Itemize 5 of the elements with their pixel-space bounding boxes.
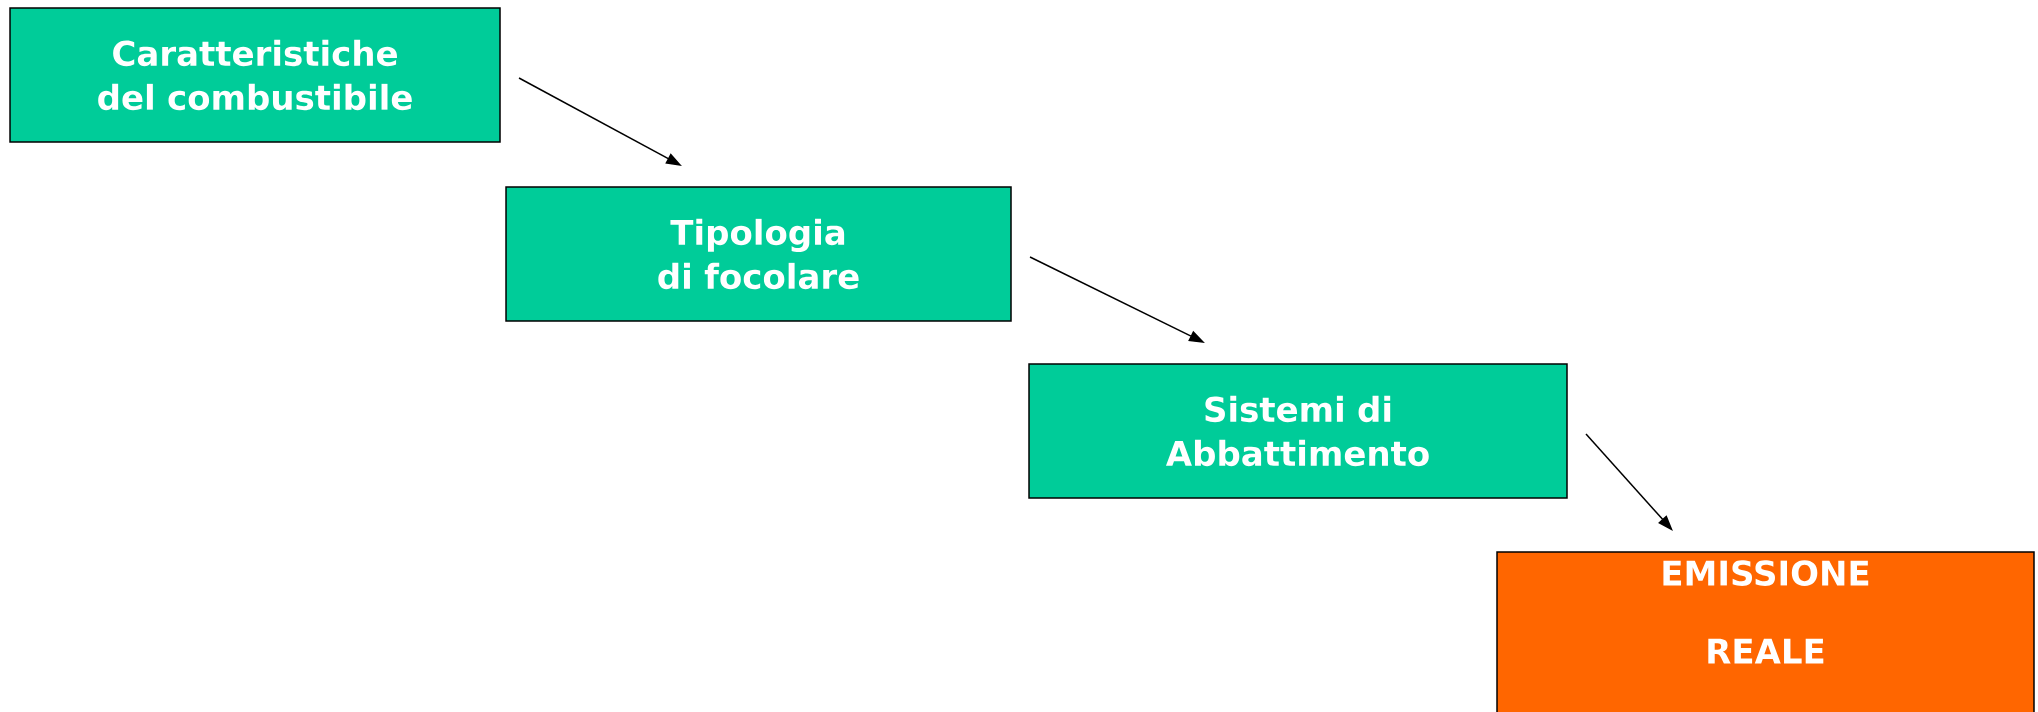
- arrow: [1585, 433, 1673, 531]
- process-box: Tipologia di focolare: [505, 186, 1012, 322]
- process-box: Sistemi di Abbattimento: [1028, 363, 1568, 499]
- process-box: EMISSIONE REALE: [1496, 551, 2035, 712]
- process-box: Caratteristiche del combustibile: [9, 7, 501, 143]
